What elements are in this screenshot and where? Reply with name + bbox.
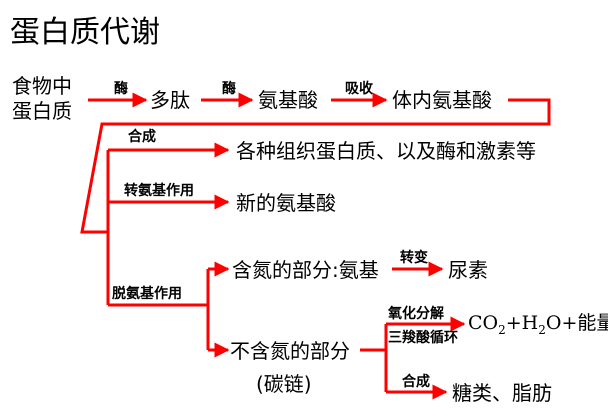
label-deamination: 脱氨基作用 <box>112 286 182 302</box>
node-amino-acid: 氨基酸 <box>258 88 318 112</box>
node-proteins: 各种组织蛋白质、以及酶和激素等 <box>236 139 536 163</box>
node-food-line2: 蛋白质 <box>12 99 72 123</box>
label-transamination: 转氨基作用 <box>124 183 194 199</box>
page-title: 蛋白质代谢 <box>10 15 160 50</box>
label-enzyme-2: 酶 <box>222 81 236 97</box>
formula-co: CO <box>468 312 499 334</box>
label-enzyme-1: 酶 <box>114 81 128 97</box>
label-synthesis-2: 合成 <box>402 374 430 390</box>
node-peptide: 多肽 <box>150 88 190 112</box>
label-absorb: 吸收 <box>345 81 373 97</box>
formula-o-energy: O+能量 <box>545 312 608 334</box>
label-synthesis-1: 合成 <box>128 129 156 145</box>
formula-h: +H <box>505 312 539 334</box>
formula-sub-2b: 2 <box>538 322 546 337</box>
formula-sub-2a: 2 <box>498 322 506 337</box>
node-nitrogen-part: 含氮的部分:氨基 <box>232 258 379 282</box>
node-non-nitrogen-part: 不含氮的部分 <box>230 339 350 363</box>
label-transform: 转变 <box>400 250 428 266</box>
node-food-line1: 食物中 <box>12 74 72 98</box>
node-carbon-chain: (碳链) <box>256 372 312 396</box>
node-urea: 尿素 <box>448 258 488 282</box>
node-body-amino-acid: 体内氨基酸 <box>392 88 492 112</box>
label-oxidation: 氧化分解 <box>388 306 444 322</box>
node-co2-h2o-energy: CO2+H2O+能量 <box>468 314 608 336</box>
connector-body-to-branch <box>80 98 551 234</box>
node-new-amino-acid: 新的氨基酸 <box>236 191 336 215</box>
label-tca-cycle: 三羧酸循环 <box>388 330 458 346</box>
node-sugar-fat: 糖类、脂肪 <box>452 381 552 405</box>
